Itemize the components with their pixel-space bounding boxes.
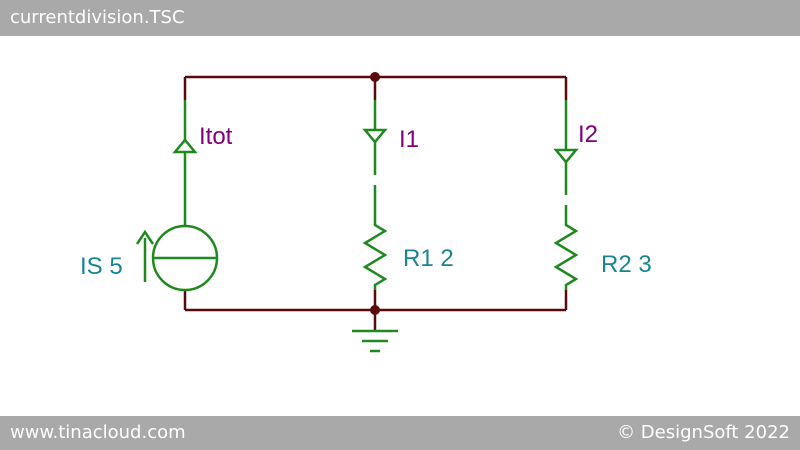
footer-website-link[interactable]: www.tinacloud.com — [10, 422, 186, 443]
current-source-is — [151, 224, 219, 292]
source-direction-arrow-icon — [135, 229, 155, 282]
resistor-r2 — [553, 207, 579, 290]
components — [135, 100, 579, 353]
circuit-schematic: Itot I1 I2 IS 5 R1 2 R2 3 — [80, 72, 652, 353]
label-i2: I2 — [578, 121, 598, 148]
label-itot: Itot — [199, 123, 233, 150]
ammeter-itot — [172, 100, 198, 226]
title-bar: currentdivision.TSC — [0, 0, 800, 36]
window-title: currentdivision.TSC — [10, 7, 185, 28]
label-r1: R1 2 — [403, 245, 454, 272]
ammeter-i2 — [553, 100, 579, 207]
label-source: IS 5 — [80, 253, 123, 280]
label-r2: R2 3 — [601, 251, 652, 278]
ammeter-i1 — [362, 100, 388, 207]
footer-copyright: © DesignSoft 2022 — [617, 422, 790, 443]
ground-icon — [352, 329, 398, 353]
resistor-r1 — [362, 207, 388, 290]
footer-bar: www.tinacloud.com © DesignSoft 2022 — [0, 416, 800, 450]
label-i1: I1 — [399, 126, 419, 153]
junction-top — [370, 72, 380, 82]
junction-bottom — [370, 305, 380, 315]
